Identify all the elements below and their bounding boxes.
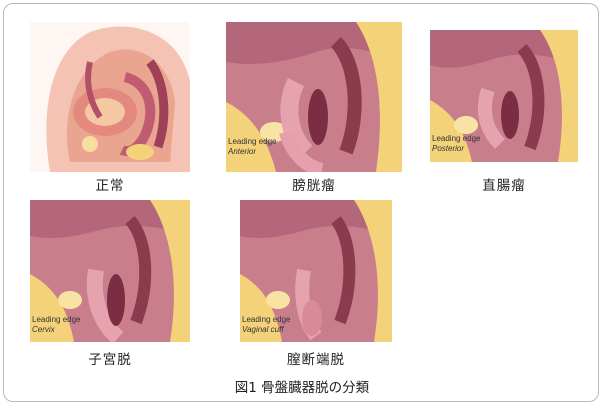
leading-edge-label: Leading edge xyxy=(242,315,291,324)
region-label: Anterior xyxy=(228,147,256,156)
region-label: Cervix xyxy=(32,325,55,334)
illustration-vaginal-vault-prolapse: Leading edge Vaginal cuff xyxy=(240,200,392,342)
region-label: Vaginal cuff xyxy=(242,325,284,334)
caption-normal: 正常 xyxy=(30,174,190,194)
illustration-cystocele: Leading edge Anterior xyxy=(226,22,402,172)
leading-edge-label: Leading edge xyxy=(228,137,277,146)
leading-edge-label: Leading edge xyxy=(32,315,81,324)
caption-uterine-prolapse: 子宮脱 xyxy=(30,348,190,368)
leading-edge-label: Leading edge xyxy=(432,134,481,143)
region-label: Posterior xyxy=(432,144,464,153)
illustration-uterine-prolapse: Leading edge Cervix xyxy=(30,200,190,342)
illustration-normal xyxy=(30,22,190,172)
figure-caption: 図1 骨盤臓器脱の分類 xyxy=(0,376,604,396)
caption-cystocele: 膀胱瘤 xyxy=(226,174,402,194)
caption-rectocele: 直腸瘤 xyxy=(430,174,578,194)
caption-vaginal-vault-prolapse: 膣断端脱 xyxy=(240,348,392,368)
illustration-rectocele: Leading edge Posterior xyxy=(430,30,578,162)
